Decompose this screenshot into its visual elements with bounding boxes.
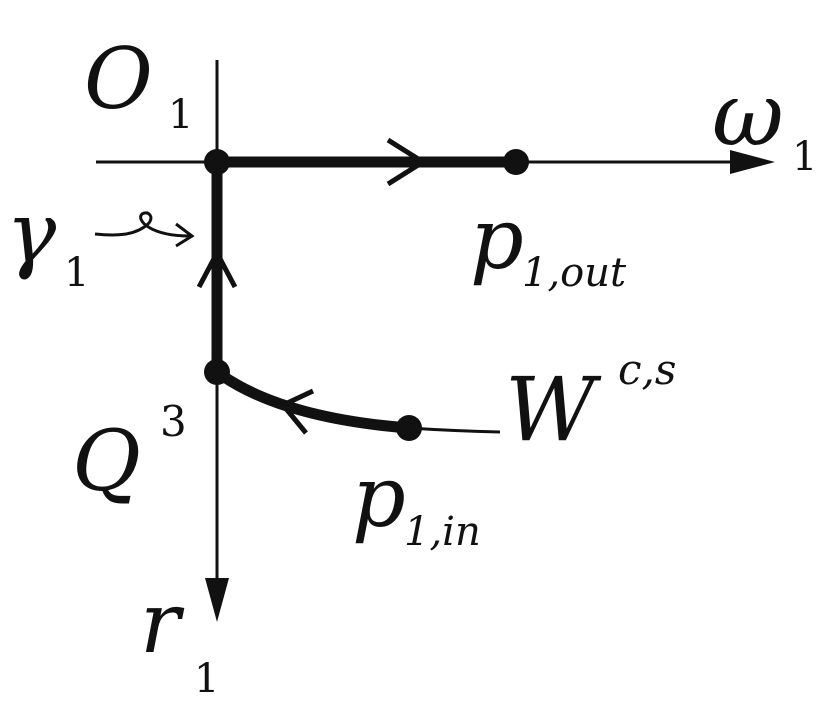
point-origin: [204, 149, 230, 175]
label-origin-sub: 1: [168, 92, 193, 138]
label-gamma-sub: 1: [64, 250, 89, 296]
label-p-in-sub: 1,in: [404, 509, 481, 555]
r-axis-arrowhead: [205, 578, 229, 622]
label-w-sup: c,s: [618, 345, 676, 394]
label-p-out-sub: 1,out: [522, 250, 627, 296]
label-q3: Q: [72, 412, 141, 510]
point-p-out: [503, 149, 529, 175]
label-omega: ω: [712, 63, 784, 166]
label-origin: O: [84, 30, 153, 128]
label-omega-sub: 1: [792, 134, 817, 180]
w-cs-curve: [408, 426, 501, 434]
point-q3: [204, 359, 230, 385]
label-gamma: γ: [6, 184, 57, 282]
omega-axis-arrowhead: [730, 150, 775, 174]
label-p-out: p: [470, 190, 524, 288]
path-segment-curve: [213, 367, 410, 434]
label-w: W: [505, 358, 602, 461]
point-p-in: [396, 415, 422, 441]
path-arrow-up: [196, 247, 238, 289]
path-arrow-left: [279, 388, 315, 435]
path-arrow-right: [386, 137, 428, 187]
gamma-pointer-arrowhead: [175, 222, 195, 248]
label-q3-sup: 3: [160, 397, 187, 446]
label-p-in: p: [352, 448, 406, 546]
gamma-pointer: [94, 211, 191, 238]
label-r-sub: 1: [194, 656, 219, 702]
label-r: r: [140, 574, 185, 672]
